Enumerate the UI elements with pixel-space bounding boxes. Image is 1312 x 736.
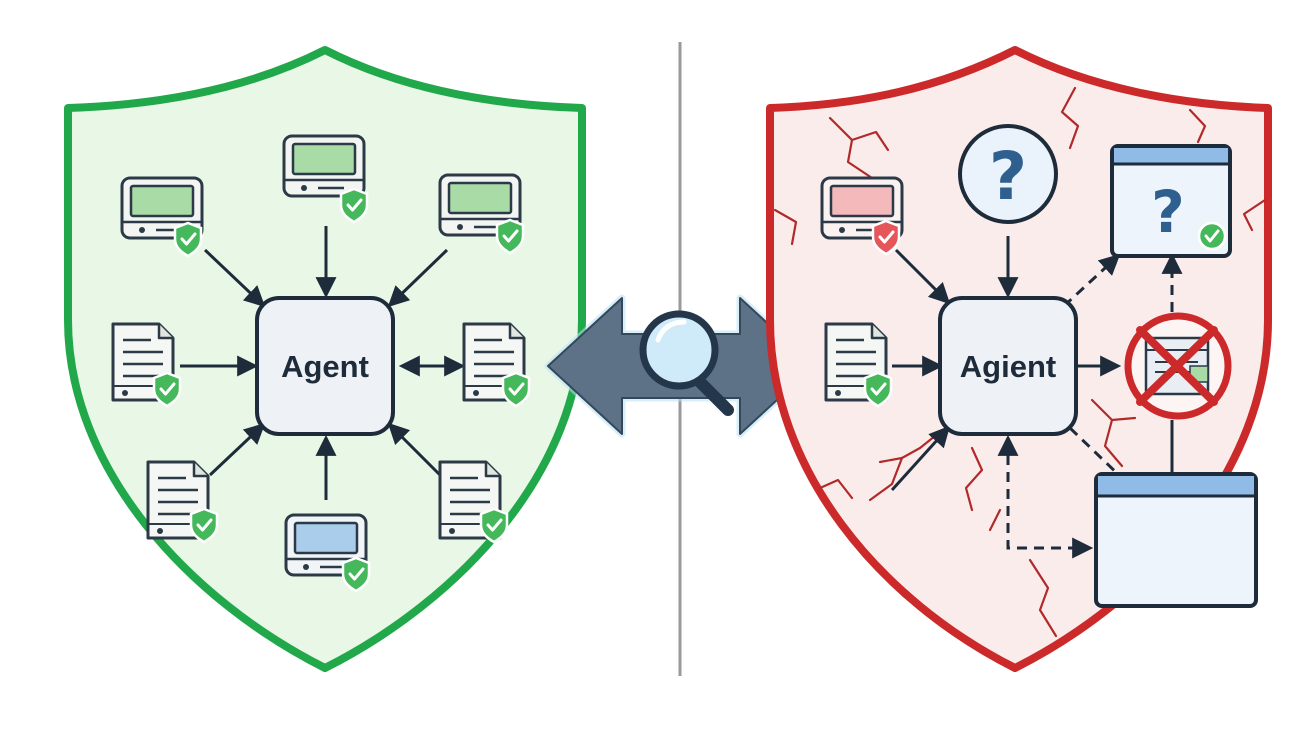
document-file: [111, 322, 182, 408]
agent-node: Agent: [255, 296, 395, 436]
agent-label: Agient: [960, 349, 1056, 384]
question-mark-icon: ?: [958, 124, 1058, 224]
right-connections: [890, 236, 1122, 492]
magnifier-icon: [639, 310, 734, 416]
compare-arrows: [544, 294, 818, 438]
left-panel: Agent: [64, 46, 586, 672]
dashed-connections: [997, 252, 1183, 559]
left-connections: [180, 226, 466, 500]
svg-text:?: ?: [1151, 178, 1185, 246]
empty-window-icon: [1094, 472, 1258, 608]
document-file: [824, 322, 893, 408]
agent-label: Agent: [281, 349, 369, 384]
blocked-window-icon: [1124, 312, 1232, 420]
document-file: [146, 460, 219, 544]
svg-text:?: ?: [989, 138, 1027, 215]
unknown-window-icon: ?: [1110, 144, 1232, 258]
agent-node: Agient: [938, 296, 1078, 436]
document-file: [462, 322, 531, 408]
right-panel: Agient ? ?: [766, 46, 1272, 672]
document-file: [438, 460, 509, 544]
